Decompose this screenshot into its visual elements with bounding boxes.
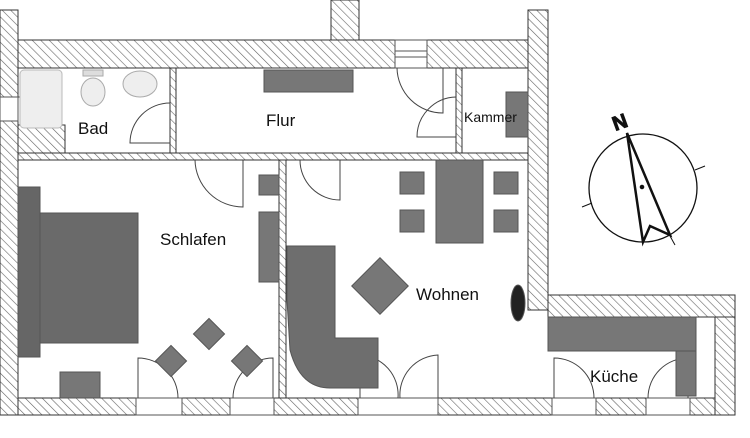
window-schlafen-1 xyxy=(135,397,183,416)
wall-schlafen-wohnen xyxy=(278,159,287,399)
wall-middle xyxy=(17,152,529,161)
dresser xyxy=(59,371,101,399)
sofa xyxy=(286,245,379,389)
door-kammer xyxy=(416,96,457,138)
bathtub xyxy=(19,69,63,129)
compass-north-label: N xyxy=(610,110,631,136)
wall-flur-kammer xyxy=(455,67,463,155)
furniture xyxy=(17,69,697,399)
coffee-table xyxy=(351,257,409,315)
window-bad xyxy=(0,96,19,122)
window-kueche-1 xyxy=(551,397,597,416)
kitchen-counter xyxy=(547,316,697,352)
chair-2 xyxy=(154,344,188,378)
room-label-schlafen: Schlafen xyxy=(160,230,226,249)
room-label-kueche: Küche xyxy=(590,367,638,386)
room-label-wohnen: Wohnen xyxy=(416,285,479,304)
wall-left xyxy=(0,9,19,416)
compass: N xyxy=(581,110,706,247)
door-kueche-l xyxy=(553,357,595,399)
room-label-flur: Flur xyxy=(266,111,296,130)
window-wohnen xyxy=(357,397,439,416)
door-flur-entry xyxy=(396,67,444,114)
wall-pillar xyxy=(330,0,360,41)
room-label-bad: Bad xyxy=(78,119,108,138)
wall-right-upper xyxy=(527,9,549,311)
stove xyxy=(510,284,526,322)
room-label-kammer: Kammer xyxy=(464,109,517,125)
toilet xyxy=(80,77,106,107)
door-schlafen xyxy=(194,159,244,208)
door-wohnen-balcony-right xyxy=(399,354,439,399)
chair-3 xyxy=(230,344,264,378)
sink xyxy=(122,70,158,98)
wall-kitchen-right xyxy=(714,316,736,416)
window-schlafen-2 xyxy=(229,397,275,416)
wall-bad-flur xyxy=(169,67,177,155)
wall-bad-corner xyxy=(17,124,66,154)
window-flur xyxy=(394,39,428,69)
wall-top xyxy=(17,39,529,69)
door-wohnen xyxy=(299,159,341,201)
chair-1 xyxy=(192,317,226,351)
dining-table xyxy=(435,159,484,244)
room-labels: Bad Flur Kammer Schlafen Wohnen Küche xyxy=(78,109,638,386)
window-kueche-2 xyxy=(645,397,691,416)
compass-needle xyxy=(625,132,673,247)
wall-kitchen-top xyxy=(547,294,736,318)
wardrobe xyxy=(258,211,280,283)
door-bad xyxy=(129,102,171,144)
nightstand xyxy=(258,174,280,196)
windows xyxy=(0,39,691,416)
kammer-shelf xyxy=(505,91,529,138)
flur-cabinet xyxy=(263,69,354,93)
